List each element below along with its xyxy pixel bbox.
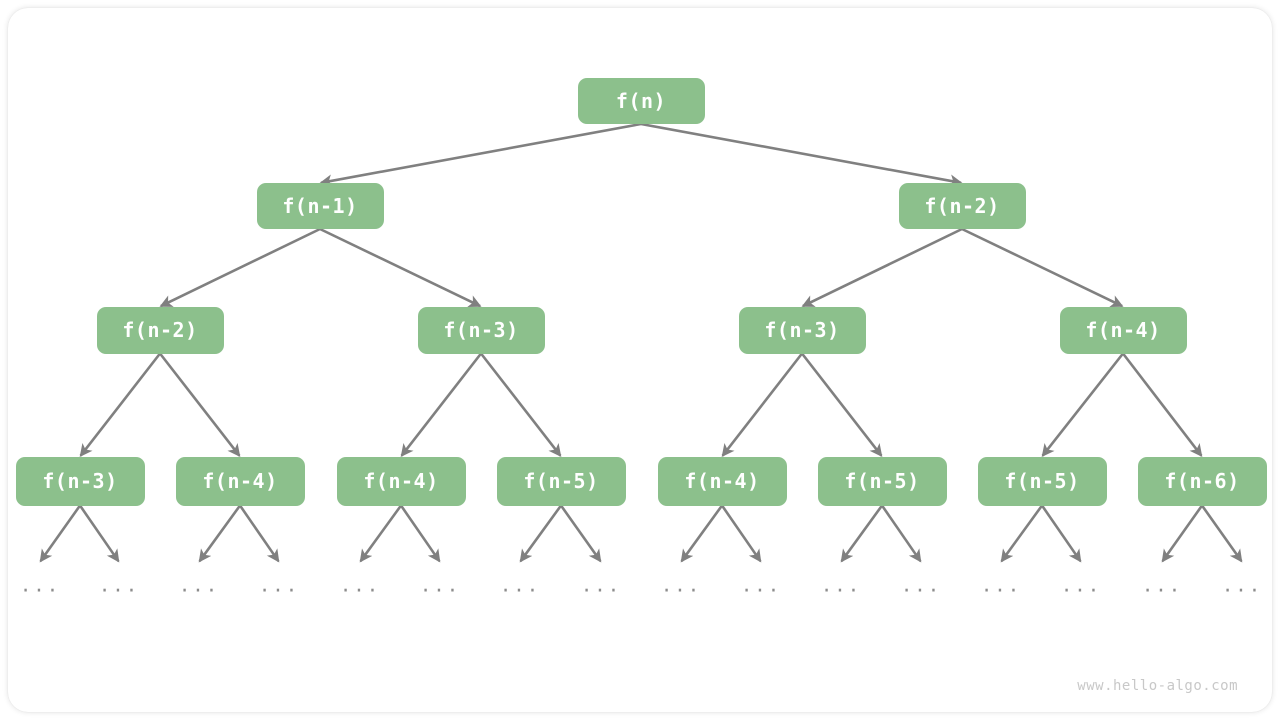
- ellipsis-marker: ...: [900, 574, 942, 597]
- tree-node[interactable]: f(n-3): [417, 306, 545, 354]
- ellipsis-marker: ...: [98, 574, 140, 597]
- tree-node[interactable]: f(n-2): [898, 183, 1026, 229]
- ellipsis-marker: ...: [19, 574, 61, 597]
- ellipsis-marker: ...: [499, 574, 541, 597]
- tree-node-label: f(n-3): [443, 318, 519, 342]
- tree-node-label: f(n-1): [282, 194, 358, 218]
- tree-node[interactable]: f(n-3): [738, 306, 866, 354]
- tree-node[interactable]: f(n-5): [496, 456, 626, 506]
- tree-node[interactable]: f(n-4): [175, 456, 305, 506]
- tree-node-label: f(n-4): [202, 469, 278, 493]
- tree-node[interactable]: f(n-5): [977, 456, 1107, 506]
- tree-node[interactable]: f(n-3): [15, 456, 145, 506]
- tree-node[interactable]: f(n-4): [657, 456, 787, 506]
- tree-node-label: f(n-5): [1004, 469, 1080, 493]
- ellipsis-marker: ...: [419, 574, 461, 597]
- ellipsis-marker: ...: [258, 574, 300, 597]
- ellipsis-marker: ...: [1221, 574, 1263, 597]
- tree-node-label: f(n-3): [42, 469, 118, 493]
- tree-node[interactable]: f(n-4): [336, 456, 466, 506]
- tree-node-label: f(n-6): [1164, 469, 1240, 493]
- ellipsis-marker: ...: [980, 574, 1022, 597]
- watermark: www.hello-algo.com: [1077, 678, 1238, 694]
- ellipsis-marker: ...: [339, 574, 381, 597]
- tree-node-label: f(n-4): [684, 469, 760, 493]
- ellipsis-marker: ...: [660, 574, 702, 597]
- tree-node-label: f(n-4): [1085, 318, 1161, 342]
- ellipsis-marker: ...: [740, 574, 782, 597]
- tree-node[interactable]: f(n-1): [256, 183, 384, 229]
- ellipsis-marker: ...: [580, 574, 622, 597]
- ellipsis-marker: ...: [1141, 574, 1183, 597]
- tree-node[interactable]: f(n-2): [96, 306, 224, 354]
- tree-node-label: f(n-4): [363, 469, 439, 493]
- ellipsis-marker: ...: [1060, 574, 1102, 597]
- tree-node[interactable]: f(n-6): [1137, 456, 1267, 506]
- tree-node-label: f(n-5): [523, 469, 599, 493]
- tree-node-label: f(n): [615, 89, 667, 113]
- tree-node-label: f(n-2): [122, 318, 198, 342]
- tree-node-label: f(n-5): [844, 469, 920, 493]
- tree-node-label: f(n-3): [764, 318, 840, 342]
- ellipsis-marker: ...: [178, 574, 220, 597]
- tree-node-label: f(n-2): [924, 194, 1000, 218]
- ellipsis-marker: ...: [820, 574, 862, 597]
- tree-node[interactable]: f(n-4): [1059, 306, 1187, 354]
- tree-node[interactable]: f(n): [577, 78, 705, 124]
- tree-node[interactable]: f(n-5): [817, 456, 947, 506]
